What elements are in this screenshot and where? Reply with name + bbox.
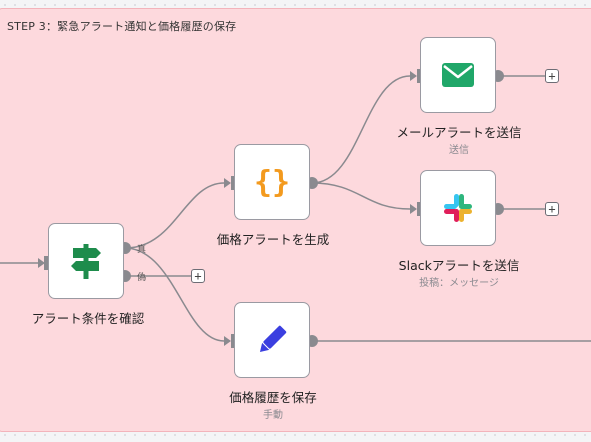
edge-generate-to-mail [311,75,411,184]
arrowhead [224,178,231,188]
input-port [231,176,235,190]
edge-generate-to-slack [311,182,411,210]
branch-false-label: 偽 [137,273,147,283]
sticky-title: STEP 3：緊急アラート通知と価格履歴の保存 [7,20,237,33]
node-slack-label: Slackアラートを送信 [398,258,520,273]
input-port [231,334,235,348]
node-save-label: 価格履歴を保存 [229,390,317,405]
edge-true-to-generate [125,182,225,249]
signpost-icon [71,244,101,279]
node-check-condition[interactable] [48,223,124,299]
pen-icon [259,325,287,353]
node-send-mail[interactable] [420,37,496,113]
arrowhead [410,71,417,81]
input-port [417,69,421,83]
envelope-icon [442,63,474,87]
node-save-sub: 手動 [263,410,283,421]
add-node-button[interactable]: + [545,69,559,83]
node-slack-sub: 投稿：メッセージ [419,278,499,289]
slack-logo-icon [444,194,472,222]
add-node-button[interactable]: + [191,269,205,283]
node-check-label: アラート条件を確認 [31,311,145,326]
node-generate-alert[interactable]: {} [234,144,310,220]
arrowhead [410,204,417,214]
edge-true-to-save [125,247,225,342]
node-mail-label: メールアラートを送信 [396,125,522,140]
add-node-button[interactable]: + [545,202,559,216]
code-braces-icon: {} [254,165,290,200]
svg-text:{}: {} [254,165,290,200]
node-generate-label: 価格アラートを生成 [216,232,330,247]
arrowhead [224,336,231,346]
input-port [417,202,421,216]
input-port [44,256,48,270]
branch-true-label: 真 [137,245,147,255]
node-mail-sub: 送信 [449,145,469,156]
node-send-slack[interactable] [420,170,496,246]
node-save-history[interactable] [234,302,310,378]
arrowhead [38,258,45,268]
